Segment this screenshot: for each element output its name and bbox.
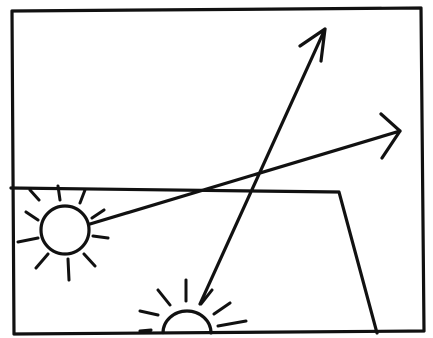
outer-frame: [12, 8, 424, 334]
ray-arrow-up: [200, 29, 325, 304]
sun-left-icon: [18, 186, 108, 280]
sun-bottom-icon: [140, 280, 246, 333]
